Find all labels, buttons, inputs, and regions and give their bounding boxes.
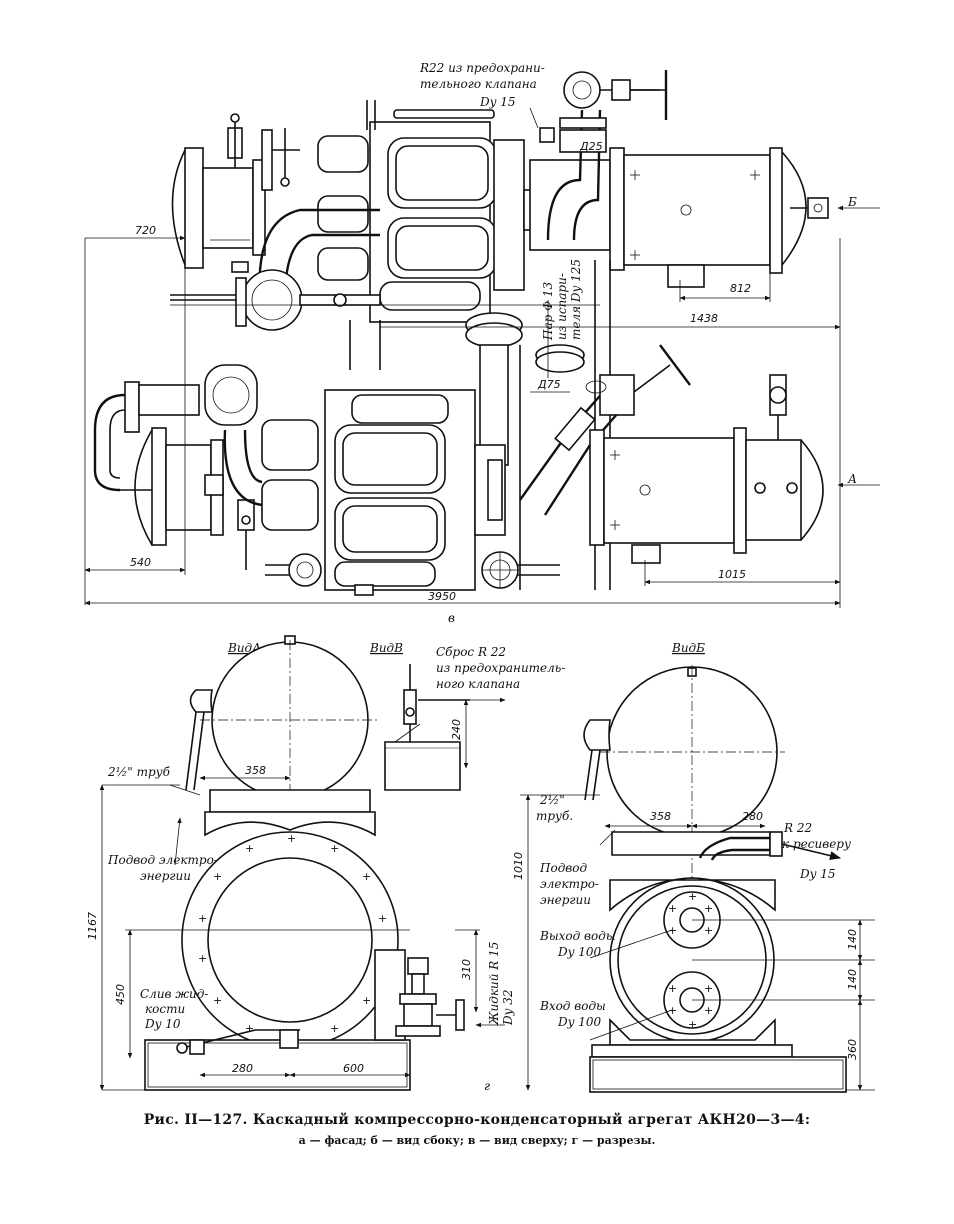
view-b-receiver-2: к ресиверу xyxy=(782,837,851,851)
arrow-label-b: Б xyxy=(847,195,857,209)
dim-3950: 3950 xyxy=(428,590,456,603)
view-a-drain-1: Слив жид- xyxy=(140,987,208,1001)
view-v-vent-3: ного клапана xyxy=(436,677,520,691)
view-v-vent-1: Сброс R 22 xyxy=(436,645,506,659)
dim-1015: 1015 xyxy=(718,568,746,581)
svg-text:+: + xyxy=(688,890,697,903)
svg-text:+: + xyxy=(330,842,339,855)
view-b-power-1: Подвод xyxy=(539,861,588,875)
note-vapor-3: теля Dy 125 xyxy=(569,259,583,340)
plan-dimension-lines xyxy=(84,107,880,608)
view-b-water-out-1: Выход воды xyxy=(539,929,616,943)
svg-text:+: + xyxy=(378,912,387,925)
dim-540: 540 xyxy=(130,556,151,569)
svg-text:+: + xyxy=(213,870,222,883)
note-vapor-2: из испари- xyxy=(555,273,569,340)
svg-text:+: + xyxy=(688,1018,697,1031)
view-v-title: ВидВ xyxy=(369,641,403,655)
lower-pipes xyxy=(223,429,560,596)
view-b-title: ВидБ xyxy=(671,641,705,655)
arrow-label-a: А xyxy=(847,472,857,486)
dim-1438: 1438 xyxy=(690,312,718,325)
plan-view-letter: в xyxy=(448,611,455,625)
section-view-v: ВидВ Сброс R 22 из предохранитель- ного … xyxy=(369,641,565,791)
svg-text:+: + xyxy=(213,994,222,1007)
view-b-dim-360: 360 xyxy=(846,1039,859,1060)
svg-text:+: + xyxy=(198,952,207,965)
svg-text:+: + xyxy=(668,1004,677,1017)
view-b-dim-140a: 140 xyxy=(846,929,859,950)
upper-right-vessel xyxy=(529,147,829,288)
svg-text:+: + xyxy=(330,1022,339,1035)
view-b-receiver-3: Dy 15 xyxy=(799,867,835,881)
svg-text:+: + xyxy=(245,1022,254,1035)
note-safety-valve-2: тельного клапана xyxy=(420,77,537,91)
view-b-dim-358: 358 xyxy=(650,810,671,823)
note-vapor-1: Пар Ф 13 xyxy=(541,281,555,341)
view-b-dim-280: 280 xyxy=(742,810,763,823)
svg-text:+: + xyxy=(668,924,677,937)
view-a-drain-3: Dy 10 xyxy=(144,1017,181,1031)
lower-right-vessel xyxy=(589,374,824,564)
figure-caption-title: Рис. II—127. Каскадный компрессорно-конд… xyxy=(143,1112,811,1128)
svg-text:+: + xyxy=(245,842,254,855)
view-b-pipe-size-2: труб. xyxy=(536,809,573,823)
svg-text:+: + xyxy=(704,982,713,995)
view-b-dim-1010: 1010 xyxy=(512,852,525,880)
view-b-power-3: энергии xyxy=(540,893,591,907)
note-dy15: Dy 15 xyxy=(479,95,515,109)
view-a-power-1: Подвод электро- xyxy=(107,853,218,867)
svg-text:+: + xyxy=(668,982,677,995)
upper-left-vessel xyxy=(171,113,300,273)
view-b-dim-140b: 140 xyxy=(846,969,859,990)
view-a-power-2: энергии xyxy=(140,869,191,883)
svg-text:+: + xyxy=(287,832,296,845)
svg-text:+: + xyxy=(704,924,713,937)
view-a-dim-600: 600 xyxy=(343,1062,364,1075)
view-a-dim-358: 358 xyxy=(245,764,266,777)
svg-text:+: + xyxy=(668,902,677,915)
view-b-pipe-size-1: 2½" xyxy=(539,793,565,807)
view-a-pipe-size: 2½" труб xyxy=(107,765,171,779)
view-a-dim-450: 450 xyxy=(114,984,127,1005)
view-b-water-out-2: Dy 100 xyxy=(557,945,601,959)
lower-compressor xyxy=(261,389,506,591)
svg-text:+: + xyxy=(362,870,371,883)
upper-discharge-valve xyxy=(539,70,668,241)
svg-text:+: + xyxy=(704,902,713,915)
lower-discharge-valve xyxy=(519,344,691,516)
view-a-dim-280: 280 xyxy=(232,1062,253,1075)
lower-left-vessel xyxy=(93,364,258,570)
view-b-water-in-1: Вход воды xyxy=(539,999,606,1013)
view-v-dim-240: 240 xyxy=(450,719,463,740)
view-b-power-2: электро- xyxy=(540,877,599,891)
view-a-drain-2: кости xyxy=(145,1002,185,1016)
sections-letter: г xyxy=(484,1079,490,1093)
view-a-dim-1167: 1167 xyxy=(86,912,99,940)
dim-720: 720 xyxy=(135,224,156,237)
view-a-liquid-2: Dy 32 xyxy=(501,990,515,1026)
view-v-vent-2: из предохранитель- xyxy=(436,661,565,675)
section-view-b: ВидБ + + + + + + + + + xyxy=(512,641,875,1093)
view-a-dim-310: 310 xyxy=(460,959,473,980)
section-view-a: ВидА + + + + + + + + + + + + + + xyxy=(86,635,515,1093)
plan-view: R22 из предохрани- тельного клапана Dy 1… xyxy=(84,61,880,625)
view-a-liquid-1: Жидкий R 15 xyxy=(487,942,501,1026)
note-d75: Д75 xyxy=(537,378,561,391)
figure-caption-legend: а — фасад; б — вид сбоку; в — вид сверху… xyxy=(298,1134,656,1147)
note-d25: Д25 xyxy=(579,140,603,153)
svg-text:+: + xyxy=(704,1004,713,1017)
svg-text:+: + xyxy=(198,912,207,925)
nozzle-bolts-b: + + + + + + + + + + xyxy=(668,890,713,1031)
dim-812: 812 xyxy=(730,282,751,295)
upper-compressor xyxy=(317,109,541,323)
note-safety-valve-1: R22 из предохрани- xyxy=(419,61,545,75)
svg-text:+: + xyxy=(362,994,371,1007)
view-b-water-in-2: Dy 100 xyxy=(557,1015,601,1029)
upper-suction-pipe xyxy=(170,208,381,331)
view-b-receiver-1: R 22 xyxy=(783,821,812,835)
